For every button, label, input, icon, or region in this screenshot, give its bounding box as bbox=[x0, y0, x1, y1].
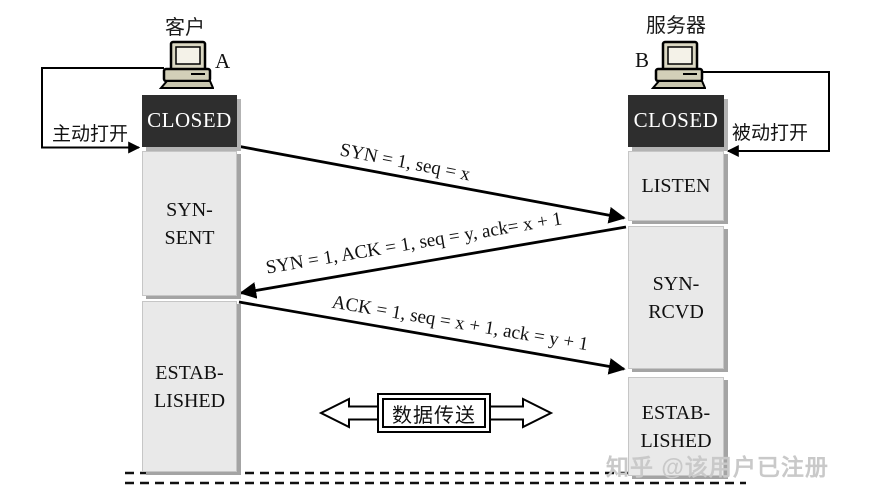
client-title: 客户 bbox=[165, 17, 205, 39]
server-state-closed: CLOSED bbox=[628, 95, 724, 147]
server-state-syn-rcvd: SYN- RCVD bbox=[628, 226, 724, 369]
passive-open-label: 被动打开 bbox=[732, 123, 809, 144]
host-b-label: B bbox=[635, 48, 650, 72]
ack-message-label: ACK = 1, seq = x + 1, ack = y + 1 bbox=[330, 291, 590, 356]
active-open-label: 主动打开 bbox=[52, 124, 129, 145]
client-state-closed: CLOSED bbox=[142, 95, 237, 147]
data-transfer-label: 数据传送 bbox=[382, 398, 486, 428]
client-state-syn-sent: SYN- SENT bbox=[142, 151, 237, 296]
server-computer-icon bbox=[650, 40, 706, 89]
server-state-established: ESTAB- LISHED bbox=[628, 377, 724, 476]
data-transfer-box: 数据传送 bbox=[377, 393, 491, 433]
data-transfer-right-arrow-icon bbox=[488, 397, 554, 429]
syn-message-label: SYN = 1, seq = x bbox=[338, 139, 473, 186]
client-state-established: ESTAB- LISHED bbox=[142, 301, 237, 472]
host-a-label: A bbox=[215, 49, 231, 73]
client-computer-icon bbox=[158, 40, 214, 89]
server-state-listen: LISTEN bbox=[628, 151, 724, 221]
synack-message-label: SYN = 1, ACK = 1, seq = y, ack= x + 1 bbox=[264, 208, 564, 279]
server-title: 服务器 bbox=[646, 15, 706, 37]
watermark: 知乎 @该用户已注册 bbox=[606, 454, 829, 480]
data-transfer-left-arrow-icon bbox=[318, 397, 380, 429]
